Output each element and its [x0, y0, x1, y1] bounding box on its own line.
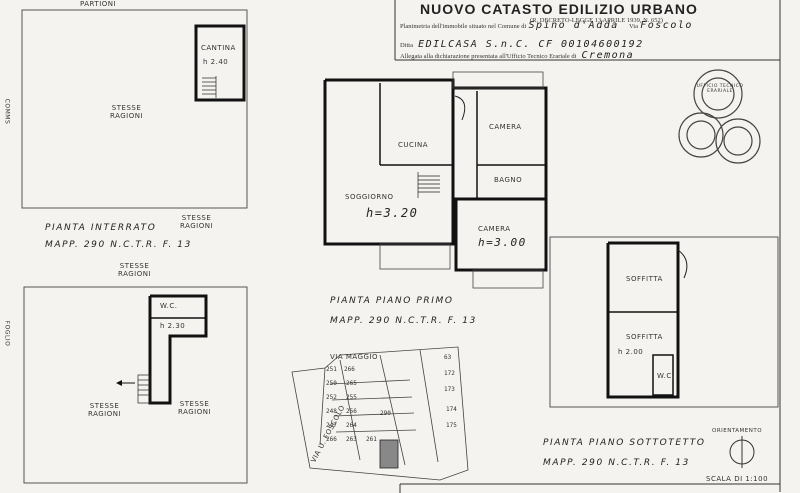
wc-height: h 2.30	[160, 322, 186, 330]
header-line1: Planimetria dell'immobile situato nel Co…	[400, 20, 693, 31]
stesse-ragioni-bl: STESSE RAGIONI	[88, 402, 122, 418]
first-floor-plan	[323, 71, 548, 289]
camera-bottom-height: h=3.00	[478, 236, 527, 249]
via-value: Foscolo	[640, 20, 693, 31]
camera-top-label: CAMERA	[489, 123, 522, 131]
cadastral-map	[291, 346, 469, 481]
comune-value: Spino d'Adda	[528, 20, 619, 31]
stamp-text: UFFICIO TECNICO ERARIALE	[696, 84, 744, 94]
stesse-ragioni-mid: STESSE RAGIONI	[118, 262, 152, 278]
top-strip-label: PARTIONI	[80, 0, 117, 8]
pianta-primo-mapp: MAPP. 290 N.C.T.R. F. 13	[330, 316, 477, 326]
cantina-height: h 2.40	[203, 58, 229, 66]
pianta-sottotetto-mapp: MAPP. 290 N.C.T.R. F. 13	[543, 458, 690, 468]
ditta-value: EDILCASA S.n.C. CF 00104600192	[418, 39, 644, 50]
soggiorno-label: SOGGIORNO	[345, 193, 394, 201]
basement-bottom-plan	[23, 286, 248, 484]
camera-bottom-label: CAMERA	[478, 225, 511, 233]
basement-top-plan	[21, 9, 248, 209]
bagno-label: BAGNO	[494, 176, 523, 184]
pianta-interrato-mapp: MAPP. 290 N.C.T.R. F. 13	[45, 240, 192, 250]
via-maggio-label: VIA MAGGIO	[330, 353, 378, 361]
soggiorno-height: h=3.20	[366, 206, 419, 220]
cantina-label: CANTINA	[201, 44, 236, 52]
header-title: NUOVO CATASTO EDILIZIO URBANO	[420, 1, 698, 17]
scale-label: SCALA DI 1:100	[706, 475, 769, 483]
header-line3: Allegata alla dichiarazione presentata a…	[400, 50, 635, 61]
soffitta-bottom-label: SOFFITTA	[626, 333, 663, 341]
ufficio-value: Cremona	[581, 50, 635, 61]
pianta-interrato-caption: PIANTA INTERRATO	[45, 223, 157, 233]
stesse-ragioni-br: STESSE RAGIONI	[178, 400, 212, 416]
official-stamps	[678, 69, 761, 164]
left-edge-note-b: FOGLIO	[3, 320, 11, 347]
soffitta-height: h 2.00	[618, 348, 644, 356]
header-law-note: (R. DECRETO-LEGGE 13 APRILE 1939, N. 652…	[530, 17, 663, 24]
stesse-ragioni-top: STESSE RAGIONI	[110, 104, 144, 120]
map-parcel-labels: 251 266 250 265 252 255 248 256 247 264 …	[326, 354, 457, 443]
soffitta-top-label: SOFFITTA	[626, 275, 663, 283]
cucina-label: CUCINA	[398, 141, 428, 149]
wc-label: W.C.	[160, 302, 178, 310]
pianta-primo-caption: PIANTA PIANO PRIMO	[330, 296, 454, 306]
left-edge-note-a: COMMS	[3, 98, 11, 125]
attic-wc-label: W.C.	[657, 372, 675, 380]
orientation-label: ORIENTAMENTO	[712, 428, 763, 434]
pianta-sottotetto-caption: PIANTA PIANO SOTTOTETTO	[543, 438, 706, 448]
header-line2: Ditta EDILCASA S.n.C. CF 00104600192	[400, 39, 644, 50]
attic-plan	[549, 236, 779, 468]
side-note-interrato: STESSE RAGIONI	[180, 214, 214, 230]
